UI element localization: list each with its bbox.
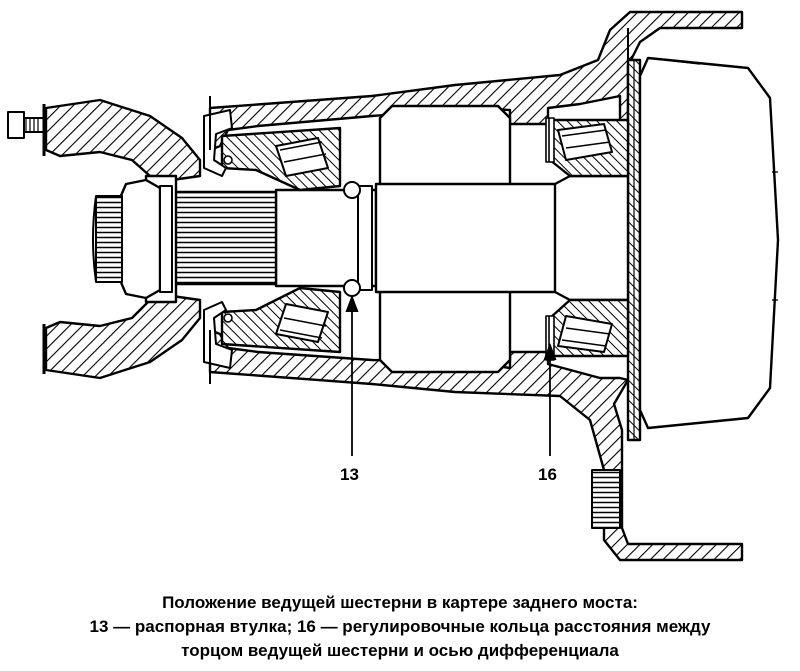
drain-plug (591, 469, 621, 529)
companion-flange (44, 98, 202, 182)
pinion-body (374, 174, 630, 302)
ring-gear (638, 56, 780, 430)
threaded-end (95, 195, 123, 283)
drive-pinion-diagram (7, 10, 780, 562)
spacer-sleeve (357, 185, 373, 291)
caption-title: Положение ведущей шестерни в картере зад… (162, 593, 638, 612)
pinion-nut (118, 178, 162, 300)
callout-16-label: 16 (538, 465, 557, 484)
caption-legend-continuation: торцом ведущей шестерни и осью дифференц… (181, 641, 619, 660)
caption-legend-line: 13 — распорная втулка; 16 — регулировочн… (89, 617, 711, 636)
flange-bolt (7, 111, 25, 139)
figure-caption: Положение ведущей шестерни в картере зад… (0, 591, 800, 663)
callout-13-label: 13 (340, 465, 359, 484)
shaft-splines (170, 190, 278, 286)
